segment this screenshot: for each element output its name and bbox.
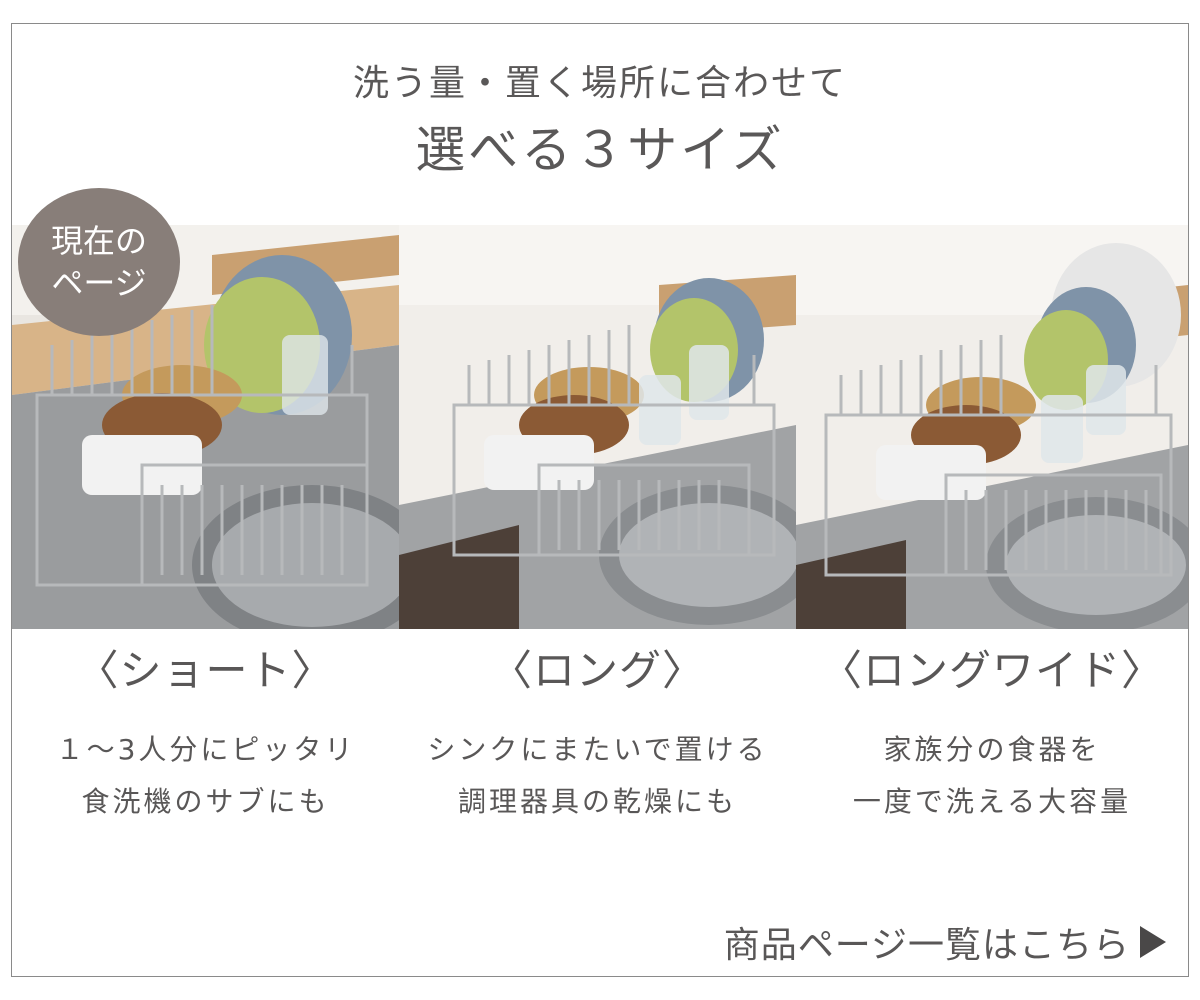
- product-photo-short[interactable]: [12, 225, 399, 629]
- size-desc-long-line-1: シンクにまたいで置ける: [427, 733, 768, 766]
- size-title-short[interactable]: 〈ショート〉: [76, 646, 335, 695]
- current-page-badge: 現在の ページ: [18, 188, 180, 336]
- size-desc-long: シンクにまたいで置ける 調理器具の乾燥にも: [399, 724, 796, 828]
- product-photo-long-wide[interactable]: [796, 225, 1188, 629]
- banner-subtitle: 洗う量・置く場所に合わせて: [352, 63, 847, 104]
- size-desc-short: １～3人分にピッタリ 食洗機のサブにも: [12, 724, 399, 828]
- size-desc-long-line-2: 調理器具の乾燥にも: [457, 785, 737, 818]
- product-list-link-label[interactable]: 商品ページ一覧はこちら: [723, 925, 1130, 966]
- size-title-long[interactable]: 〈ロング〉: [489, 646, 705, 695]
- badge-line-2: ページ: [51, 264, 147, 302]
- size-desc-short-line-2: 食洗機のサブにも: [81, 785, 330, 818]
- size-title-long-wide[interactable]: 〈ロングワイド〉: [819, 646, 1164, 695]
- size-option-long-wide[interactable]: 〈ロングワイド〉 家族分の食器を 一度で洗える大容量: [796, 637, 1188, 828]
- product-photo-long[interactable]: [399, 225, 796, 629]
- size-option-long[interactable]: 〈ロング〉 シンクにまたいで置ける 調理器具の乾燥にも: [399, 637, 796, 828]
- play-triangle-icon[interactable]: [1140, 926, 1166, 958]
- size-option-short[interactable]: 〈ショート〉 １～3人分にピッタリ 食洗機のサブにも: [12, 637, 399, 828]
- size-desc-long-wide-line-1: 家族分の食器を: [883, 733, 1101, 766]
- size-desc-short-line-1: １～3人分にピッタリ: [55, 733, 356, 766]
- product-list-link[interactable]: 商品ページ一覧はこちら: [724, 916, 1166, 968]
- size-desc-long-wide: 家族分の食器を 一度で洗える大容量: [796, 724, 1188, 828]
- size-desc-long-wide-line-2: 一度で洗える大容量: [852, 785, 1132, 818]
- banner-title: 選べる３サイズ: [415, 121, 785, 179]
- size-selection-banner: 洗う量・置く場所に合わせて 選べる３サイズ: [11, 23, 1189, 977]
- product-photos: [12, 225, 1188, 629]
- badge-line-1: 現在の: [50, 222, 147, 260]
